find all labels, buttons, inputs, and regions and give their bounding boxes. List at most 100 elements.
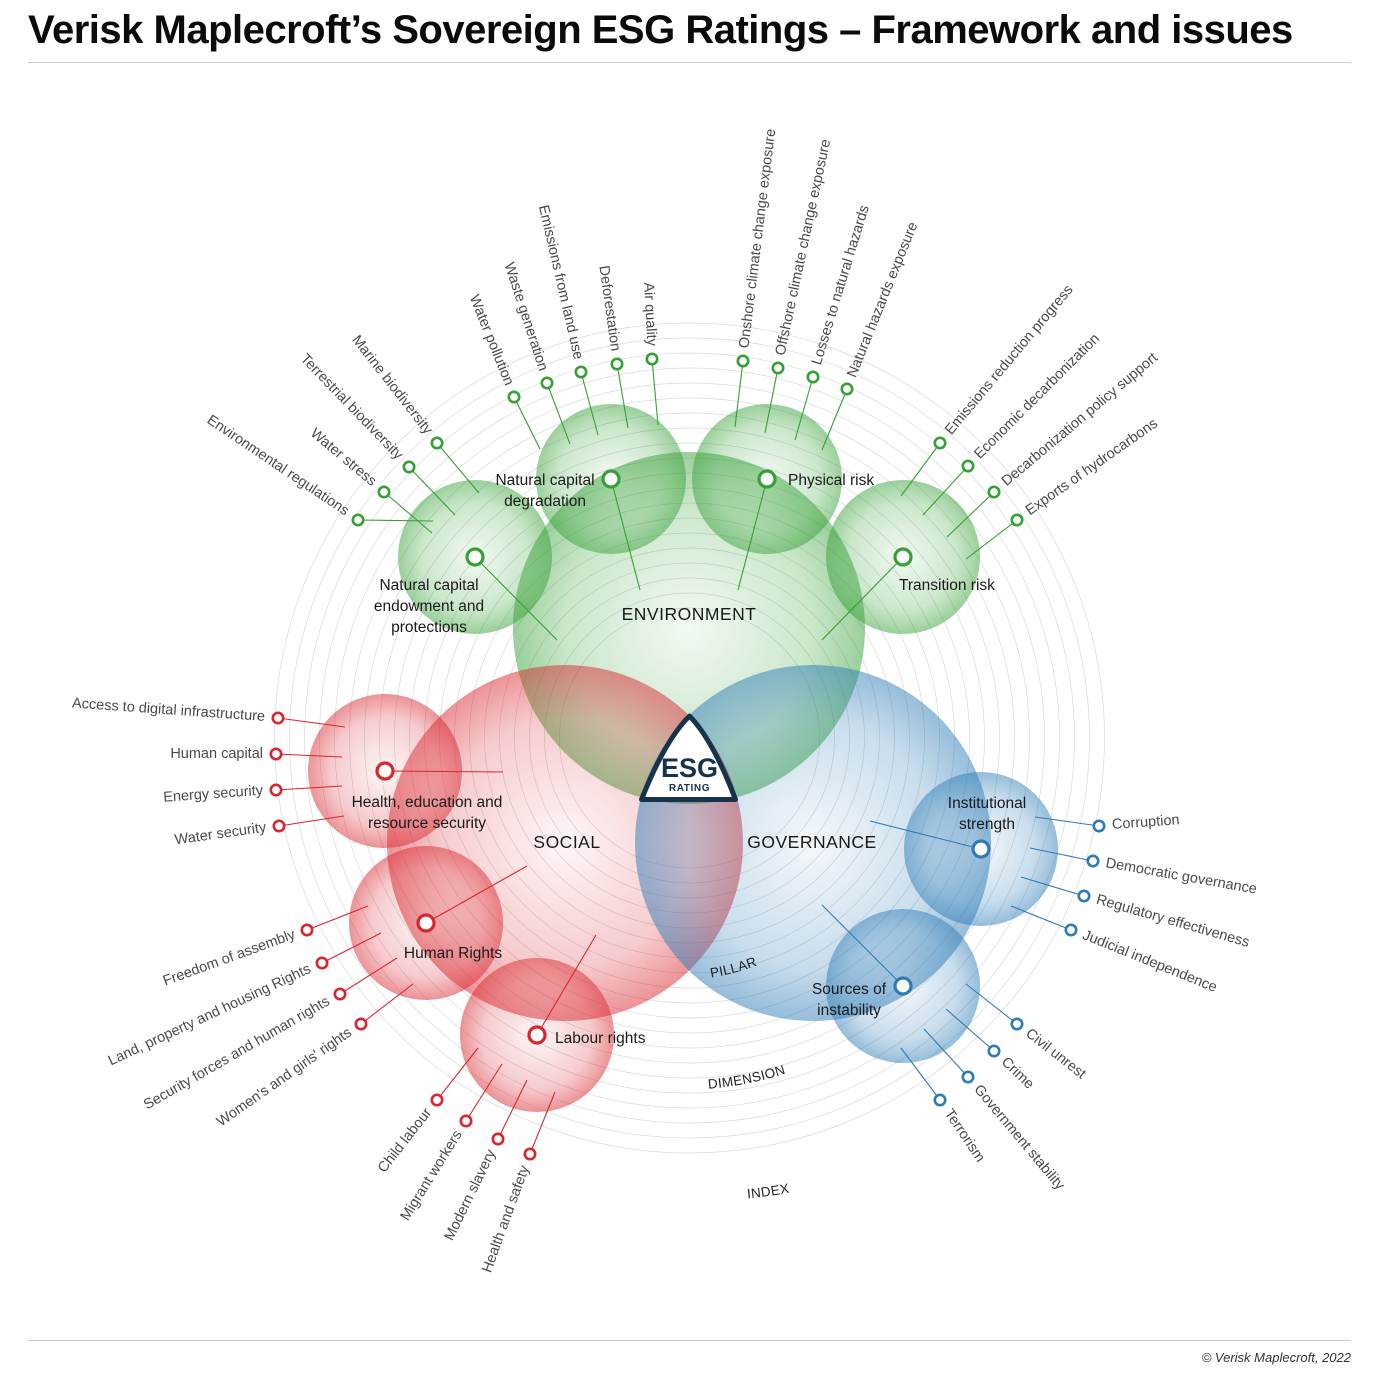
land-property-and-housing-rights-issue-label: Land, property and housing Rights <box>106 961 314 1069</box>
democratic-governance-issue-connector <box>1029 847 1094 862</box>
economic-decarbonization-issue-label: Economic decarbonization <box>971 331 1103 463</box>
transition-risk-dimension-node <box>893 547 913 567</box>
dimension-label-line: Human Rights <box>404 945 502 962</box>
dimension-nodes <box>269 352 1106 1161</box>
waste-generation-issue-label: Waste generation <box>501 260 551 373</box>
government-stability-issue-label: Government stability <box>970 1082 1068 1194</box>
water-security-issue-marker <box>272 819 286 833</box>
waste-generation-issue-marker <box>540 376 554 390</box>
losses-to-natural-hazards-issue-marker <box>806 370 820 384</box>
democratic-governance-issue-label: Democratic governance <box>1104 855 1258 897</box>
women-s-and-girls-rights-issue-marker <box>354 1017 368 1031</box>
access-to-digital-infrastructure-issue-connector <box>277 717 346 728</box>
emissions-reduction-progress-issue-marker <box>933 436 947 450</box>
judicial-independence-issue-marker <box>1064 923 1078 937</box>
energy-security-issue-marker <box>269 783 283 797</box>
esg-rating-center: ESG RATING <box>639 713 738 802</box>
institutional-strength-dimension-label: Institutional strength <box>948 795 1026 833</box>
corruption-issue-connector <box>1034 816 1100 827</box>
dimension-label-line: degradation <box>504 493 586 510</box>
terrestrial-biodiversity-issue-connector <box>408 466 456 516</box>
terrestrial-biodiversity-issue-label: Terrestrial biodiversity <box>297 351 406 464</box>
exports-of-hydrocarbons-issue-label: Exports of hydrocarbons <box>1023 416 1161 519</box>
terrestrial-biodiversity-issue-marker <box>402 460 416 474</box>
dimension-label-line: Physical risk <box>788 472 874 489</box>
security-forces-and-human-rights-issue-marker <box>333 987 347 1001</box>
air-quality-issue-marker <box>645 352 659 366</box>
sources-of-instability-dimension-node <box>893 976 913 996</box>
land-property-and-housing-rights-issue-marker <box>315 956 329 970</box>
emissions-from-land-use-issue-label: Emissions from land use <box>535 204 586 362</box>
regulatory-effectiveness-issue-marker <box>1077 889 1091 903</box>
transition-risk-dimension-label: Transition risk <box>899 577 995 594</box>
water-security-issue-connector <box>278 815 345 827</box>
labour-rights-dimension-node <box>527 1025 547 1045</box>
marine-biodiversity-issue-marker <box>430 436 444 450</box>
decarbonization-policy-support-issue-marker <box>987 485 1001 499</box>
energy-security-issue-label: Energy security <box>163 783 265 806</box>
decarbonization-policy-support-issue-connector <box>946 491 995 538</box>
emissions-reduction-progress-issue-connector <box>900 442 941 497</box>
physical-risk-dimension-node <box>757 469 777 489</box>
water-stress-issue-connector <box>383 491 433 534</box>
government-stability-issue-connector <box>923 1028 969 1078</box>
waste-generation-issue-connector <box>546 382 571 445</box>
crime-issue-connector <box>945 1008 995 1052</box>
health-and-safety-issue-connector <box>529 1091 556 1155</box>
emissions-from-land-use-issue-connector <box>580 371 599 436</box>
child-labour-issue-connector <box>436 1047 479 1101</box>
natural-hazards-exposure-issue-connector <box>821 388 848 451</box>
health-education-and-resource-security-pillar-connector <box>384 770 504 773</box>
terrorism-issue-marker <box>933 1093 947 1107</box>
land-property-and-housing-rights-issue-connector <box>321 932 382 964</box>
natural-hazards-exposure-issue-marker <box>840 382 854 396</box>
human-rights-dimension-node <box>416 913 436 933</box>
water-pollution-issue-marker <box>507 390 521 404</box>
dimension-label-line: protections <box>391 619 467 636</box>
guide-ring <box>304 352 1075 1124</box>
women-s-and-girls-rights-issue-connector <box>360 983 414 1025</box>
deforestation-issue-label: Deforestation <box>595 265 623 353</box>
dimension-label-line: Labour rights <box>555 1030 646 1047</box>
air-quality-issue-label: Air quality <box>640 282 659 347</box>
health-and-safety-issue-marker <box>523 1147 537 1161</box>
bottom-divider <box>28 1340 1351 1341</box>
government-stability-issue-marker <box>961 1070 975 1084</box>
water-stress-issue-marker <box>377 485 391 499</box>
labour-rights-dimension-label: Labour rights <box>555 1030 646 1047</box>
dimension-label-line: Institutional <box>948 795 1026 812</box>
corruption-issue-marker <box>1092 819 1106 833</box>
onshore-climate-change-exposure-issue-label: Onshore climate change exposure <box>736 128 779 349</box>
water-security-issue-label: Water security <box>174 820 268 849</box>
human-rights-pillar-connector <box>425 865 528 924</box>
governance-pillar-label: GOVERNANCE <box>747 832 876 852</box>
dimension-label-line: Transition risk <box>899 577 995 594</box>
deforestation-issue-marker <box>610 357 624 371</box>
judicial-independence-issue-label: Judicial independence <box>1080 927 1219 996</box>
top-divider <box>28 62 1351 63</box>
health-and-safety-issue-label: Health and safety <box>479 1163 533 1275</box>
physical-risk-dimension-label: Physical risk <box>788 472 874 489</box>
emissions-from-land-use-issue-marker <box>574 365 588 379</box>
crime-issue-label: Crime <box>998 1054 1037 1092</box>
civil-unrest-issue-label: Civil unrest <box>1022 1026 1088 1083</box>
exports-of-hydrocarbons-issue-connector <box>965 519 1018 560</box>
esg-center-sub-label: RATING <box>669 783 710 794</box>
ring-label-dimension: DIMENSION <box>707 1062 787 1092</box>
natural-capital-endowment-and-protections-dimension-node <box>465 547 485 567</box>
marine-biodiversity-issue-connector <box>436 442 480 494</box>
dimension-label-line: strength <box>959 816 1015 833</box>
civil-unrest-issue-marker <box>1010 1017 1024 1031</box>
natural-capital-degradation-dimension-node <box>601 469 621 489</box>
dimension-label-line: Natural capital <box>495 472 594 489</box>
environmental-regulations-issue-connector <box>357 519 434 522</box>
esg-center-main-label: ESG <box>661 753 718 783</box>
economic-decarbonization-issue-connector <box>922 465 969 516</box>
offshore-climate-change-exposure-issue-marker <box>771 361 785 375</box>
women-s-and-girls-rights-issue-label: Women's and girls' rights <box>214 1025 355 1130</box>
onshore-climate-change-exposure-issue-connector <box>734 360 744 428</box>
terrorism-issue-connector <box>900 1047 941 1101</box>
natural-capital-degradation-dimension-label: Natural capital degradation <box>495 472 594 510</box>
